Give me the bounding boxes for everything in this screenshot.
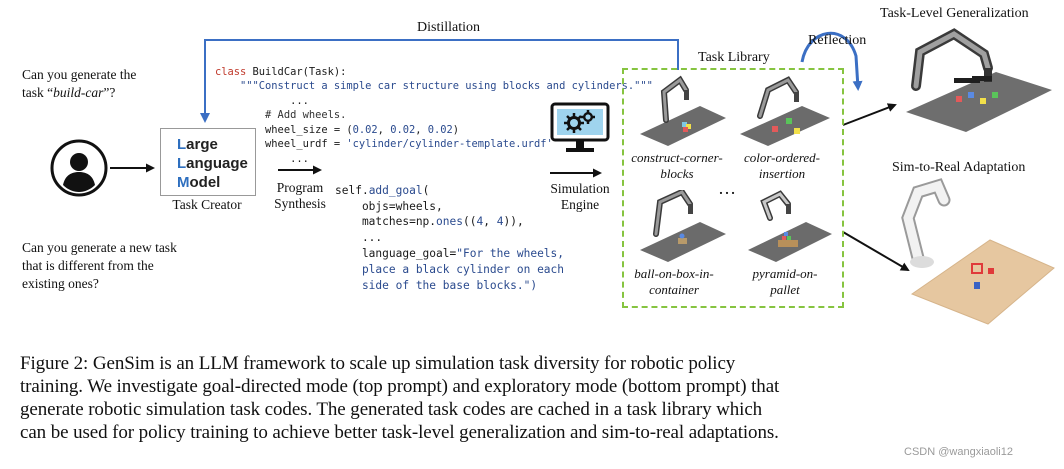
library-to-sim2real-arrow bbox=[842, 231, 910, 272]
code-block: class BuildCar(Task): """Construct a sim… bbox=[215, 50, 653, 166]
code-line-goal-3: side of the base blocks.") bbox=[335, 278, 538, 292]
code-line-matches: matches=np.ones((4, 4)), bbox=[335, 215, 524, 229]
caption-line2: training. We investigate goal-directed m… bbox=[20, 376, 780, 397]
code-line-add-goal: self.add_goal( bbox=[335, 183, 430, 197]
task-caption-color-ordered-insertion: color-ordered-insertion bbox=[743, 150, 821, 181]
diagram-connectors bbox=[110, 31, 910, 272]
code-line-goal-2: place a black cylinder on each bbox=[335, 262, 565, 276]
code-block-goal: self.add_goal( objs=wheels, matches=np.o… bbox=[335, 167, 564, 293]
user-avatar-icon bbox=[50, 139, 108, 197]
simulation-engine-icon bbox=[550, 102, 610, 152]
bottom-prompt-line1: Can you generate a new task bbox=[22, 240, 177, 255]
task-thumb-color-ordered-insertion bbox=[740, 76, 830, 146]
code-line-ellipsis3: ... bbox=[335, 231, 383, 245]
llm-box: Large Language Model bbox=[160, 128, 256, 196]
code-line-ellipsis2: ... bbox=[215, 152, 309, 165]
caption-line4: can be used for policy training to achie… bbox=[20, 422, 779, 443]
task-caption-pyramid-on-pallet: pyramid-on-pallet bbox=[752, 266, 818, 297]
top-prompt-line2: task “build-car”? bbox=[22, 85, 116, 100]
bottom-prompt: Can you generate a new task that is diff… bbox=[22, 239, 207, 293]
task-level-generalization-scene bbox=[906, 28, 1052, 132]
llm-line-model: Model bbox=[177, 174, 221, 191]
llm-line-language: Language bbox=[177, 155, 248, 172]
bottom-prompt-line3: existing ones? bbox=[22, 276, 99, 291]
reflection-arrow bbox=[800, 31, 863, 91]
code-line-wheel-size: wheel_size = (0.02, 0.02, 0.02) bbox=[215, 123, 460, 136]
distillation-label: Distillation bbox=[417, 20, 480, 35]
task-thumb-pyramid-on-pallet bbox=[748, 190, 832, 262]
code-line-docstring: """Construct a simple car structure usin… bbox=[215, 80, 653, 92]
watermark: CSDN @wangxiaoli12 bbox=[904, 446, 1013, 458]
caption-line1: Figure 2: GenSim is an LLM framework to … bbox=[20, 353, 736, 374]
task-library-box bbox=[622, 68, 844, 308]
task-creator-label: Task Creator bbox=[172, 197, 242, 212]
distillation-arrow bbox=[200, 39, 679, 123]
library-to-generalization-arrow bbox=[842, 103, 897, 126]
task-caption-construct-corner-blocks: construct-corner-blocks bbox=[631, 150, 723, 181]
top-prompt-line1: Can you generate the bbox=[22, 67, 137, 82]
code-line-objs: objs=wheels, bbox=[335, 199, 443, 213]
sim-to-real-scene bbox=[901, 178, 1055, 325]
task-level-generalization-label: Task-Level Generalization bbox=[880, 6, 1029, 21]
caption-line3: generate robotic simulation task codes. … bbox=[20, 399, 763, 420]
code-line-wheel-urdf: wheel_urdf = 'cylinder/cylinder-template… bbox=[215, 138, 553, 150]
code-line-comment: # Add wheels. bbox=[215, 109, 347, 121]
simulation-engine-label: Simulation Engine bbox=[550, 181, 610, 212]
task-thumb-construct-corner-blocks bbox=[640, 75, 726, 146]
reflection-label: Reflection bbox=[808, 33, 867, 48]
code-line-language-goal: language_goal="For the wheels, bbox=[335, 246, 565, 260]
figure-caption: Figure 2: GenSim is an LLM framework to … bbox=[20, 352, 1060, 444]
bottom-prompt-line2: that is different from the bbox=[22, 258, 154, 273]
task-library-ellipsis: … bbox=[718, 178, 736, 198]
code-line-ellipsis: ... bbox=[215, 94, 309, 107]
top-prompt: Can you generate the task “build-car”? bbox=[22, 66, 172, 102]
task-caption-ball-on-box-in-container: ball-on-box-in-container bbox=[634, 266, 714, 297]
program-synthesis-label: Program Synthesis bbox=[274, 180, 326, 211]
code-line-class: class BuildCar(Task): bbox=[215, 65, 347, 78]
task-library-title: Task Library bbox=[698, 50, 770, 65]
sim-to-real-label: Sim-to-Real Adaptation bbox=[892, 160, 1026, 175]
llm-line-large: Large bbox=[177, 136, 218, 153]
task-thumb-ball-on-box-in-container bbox=[640, 190, 726, 262]
